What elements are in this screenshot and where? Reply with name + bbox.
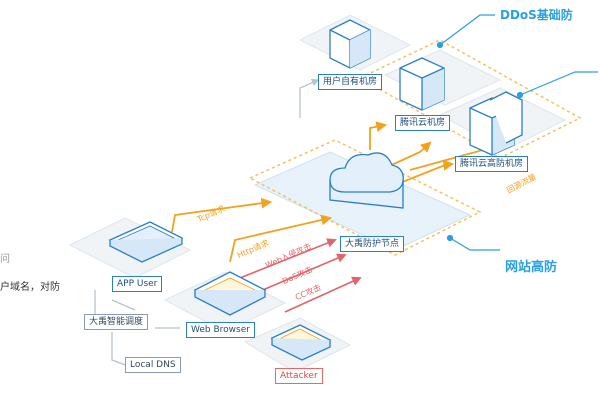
cloud-zone-outline [358,39,582,159]
callout-lines [436,14,598,251]
local-dns-label: Local DNS [125,357,181,373]
smart-scheduling-label: 大禹智能调度 [84,314,149,330]
attacker-device-icon [270,324,332,361]
server-icon [399,57,445,111]
app-device-icon [108,221,184,263]
tencent-cloud-datacenter-label: 腾讯云机房 [395,115,451,131]
request-arrows [171,121,491,263]
side-description-text: 户域名，对防 [0,282,60,293]
side-question-text: 问 [0,254,10,265]
web-browser-label: Web Browser [186,322,255,338]
cloud-icon [329,152,404,209]
browser-window-icon [193,271,267,316]
app-user-label: APP User [112,276,163,292]
attacker-label: Attacker [275,368,323,384]
server-icon [329,19,371,69]
ddos-base-callout: DDoS基础防 [500,8,573,22]
defense-zone-outline [248,139,482,256]
defense-node-label: 大禹防护节点 [340,236,405,252]
tencent-high-defense-datacenter-label: 腾讯云高防机房 [455,156,529,172]
server-cluster-icon [469,91,523,156]
website-defense-callout: 网站高防 [505,260,558,275]
attack-arrows [239,238,362,313]
own-datacenter-label: 用户自有机房 [318,74,383,90]
